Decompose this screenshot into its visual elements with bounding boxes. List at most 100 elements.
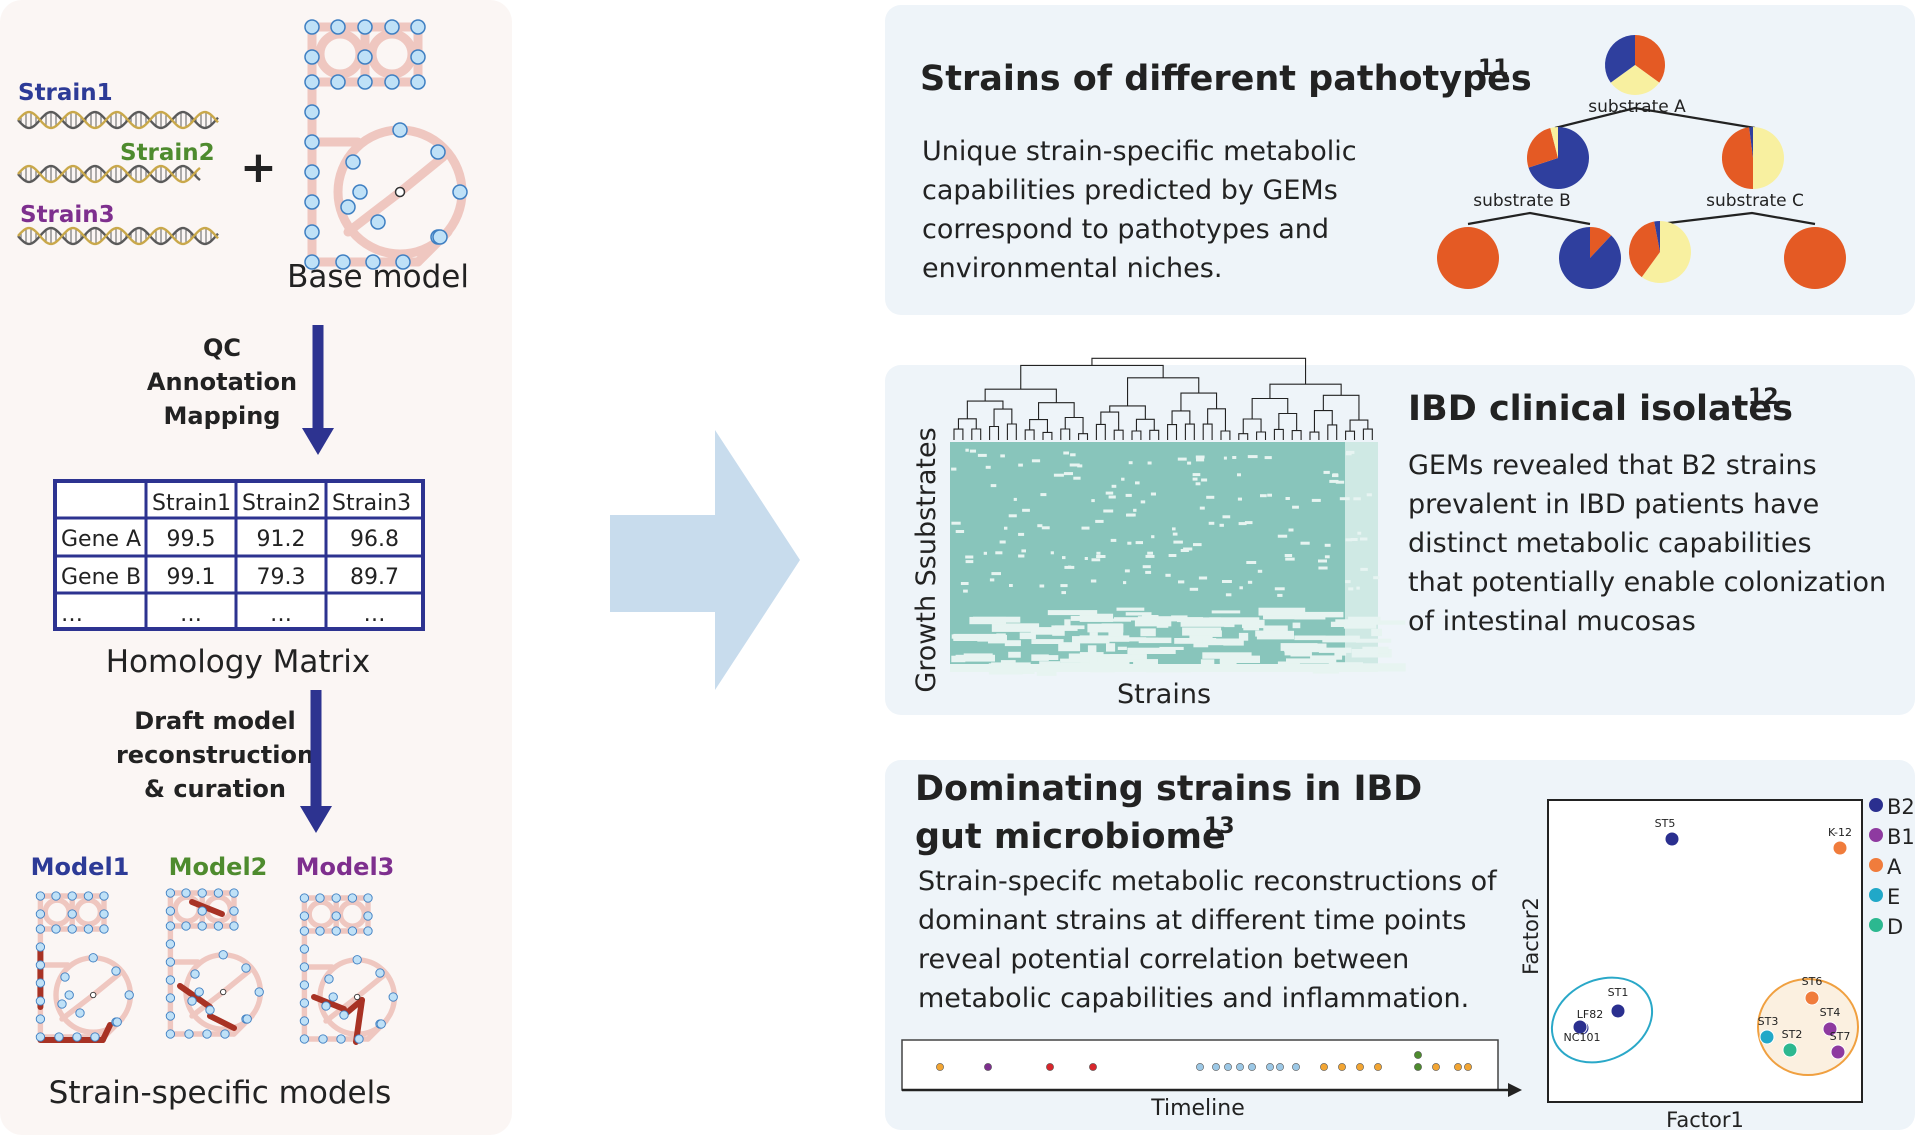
base-model-label: Base model [287,259,469,295]
scatter-point-label: NC101 [1564,1031,1601,1044]
step1-line: Annotation [147,368,297,396]
pie-substrate-c [1721,126,1784,190]
pie-root [1605,35,1665,95]
pie-slice [1635,35,1665,83]
legend-label: A [1887,855,1902,879]
scatter-point [1804,990,1820,1006]
pie-slice [1641,221,1692,284]
dominating-body-line: reveal potential correlation between [918,944,1409,975]
arrow-step2-head [300,806,332,833]
dna-strain3-icon [17,226,219,246]
ibd-isolates-body-line: of intestinal mucosas [1408,606,1696,637]
pie-slice [1610,65,1660,95]
pie-leaf-1 [1437,227,1499,289]
table-cell: … [61,602,83,627]
pie-slice [1527,127,1558,168]
table-cell: 79.3 [257,565,306,590]
ibd-isolates-body-line: prevalent in IBD patients have [1408,489,1819,520]
timeline-dot [1212,1063,1220,1071]
timeline-dot [1454,1063,1462,1071]
pathotypes-body-line: Unique strain-specific metabolic [922,136,1357,167]
timeline-dot [1374,1063,1382,1071]
heatmap-x-label: Strains [1117,679,1211,710]
legend-label: B1 [1887,825,1915,849]
table-header-cell: Strain2 [242,491,321,516]
cluster-ellipse-b2 [1550,976,1654,1064]
substrate-c-label: substrate C [1706,191,1804,211]
ibd-isolates-title: IBD clinical isolates [1408,389,1793,429]
pie-slice [1550,127,1558,158]
legend-swatch [1869,798,1883,812]
dominating-body-line: dominant strains at different time point… [918,905,1466,936]
timeline-dot [1464,1063,1472,1071]
table-header-cell: Strain3 [332,491,411,516]
table-cell: … [180,602,202,627]
legend-swatch [1869,888,1883,902]
tree-branch-right [1659,211,1816,226]
substrate-a-label: substrate A [1588,97,1686,117]
table-cell: 99.5 [167,527,216,552]
ibd-isolates-body-line: GEMs revealed that B2 strains [1408,450,1817,481]
scatter-y-label: Factor2 [1519,897,1543,975]
pie-slice [1590,227,1612,258]
scatter-point [1759,1029,1775,1045]
tree-branch-top [1554,106,1756,130]
table-cell: 96.8 [350,527,399,552]
pie-leaf-4 [1784,227,1846,289]
timeline-dot [1248,1063,1256,1071]
pie-slice [1721,127,1753,190]
big-arrow-icon [610,430,800,690]
scatter-point [1832,840,1848,856]
scatter-point-label: LF82 [1577,1008,1603,1021]
pie-slice [1654,221,1660,252]
pathotypes-ref: 11 [1478,56,1509,81]
timeline-label: Timeline [1150,1096,1245,1121]
legend-label: D [1887,915,1903,939]
pie-slice [1753,127,1784,189]
scatter-point [1822,1021,1838,1037]
timeline-dot [1089,1063,1097,1071]
ibd-isolates-body-line: that potentially enable colonization [1408,567,1886,598]
table-cell: … [270,602,292,627]
timeline-dot [1266,1063,1274,1071]
substrate-b-label: substrate B [1473,191,1571,211]
pie-slice [1749,126,1753,158]
model3-label: Model3 [296,853,395,881]
timeline-dot [984,1063,992,1071]
pathotypes-body-line: environmental niches. [922,253,1222,284]
timeline-dot [1356,1063,1364,1071]
model3-network [299,893,398,1045]
dna-strain1-icon [17,110,219,130]
strain2-label: Strain2 [120,140,215,166]
step2-line: Draft model [134,707,295,735]
step1-line: QC [203,334,241,362]
table-cell: Gene B [61,565,141,590]
timeline-dot [936,1063,944,1071]
model1-network [35,891,134,1043]
pie-leaf-3 [1629,221,1692,284]
ibd-isolates-ref: 12 [1748,385,1779,410]
heatmap-cells [950,442,1406,676]
strain1-label: Strain1 [18,80,113,106]
heatmap-y-label: Growth Ssubstrates [911,427,942,692]
scatter-point-label: ST3 [1758,1015,1779,1028]
tree-branch-left [1467,211,1591,226]
model1-label: Model1 [31,853,130,881]
dominating-body-line: Strain-specifc metabolic reconstructions… [918,866,1498,897]
timeline-dot [1196,1063,1204,1071]
strain3-label: Strain3 [20,202,115,228]
timeline-dot [1320,1063,1328,1071]
scatter-point-label: ST2 [1782,1028,1803,1041]
legend-swatch [1869,918,1883,932]
timeline-dot [1414,1051,1422,1059]
scatter-point-label: ST5 [1655,817,1676,830]
homology-matrix-caption: Homology Matrix [106,644,371,680]
base-model-network [304,19,468,270]
table-cell: 89.7 [350,565,399,590]
pie-slice [1528,127,1590,189]
scatter-x-label: Factor1 [1666,1108,1744,1132]
scatter-point [1782,1042,1798,1058]
timeline-dot [1432,1063,1440,1071]
